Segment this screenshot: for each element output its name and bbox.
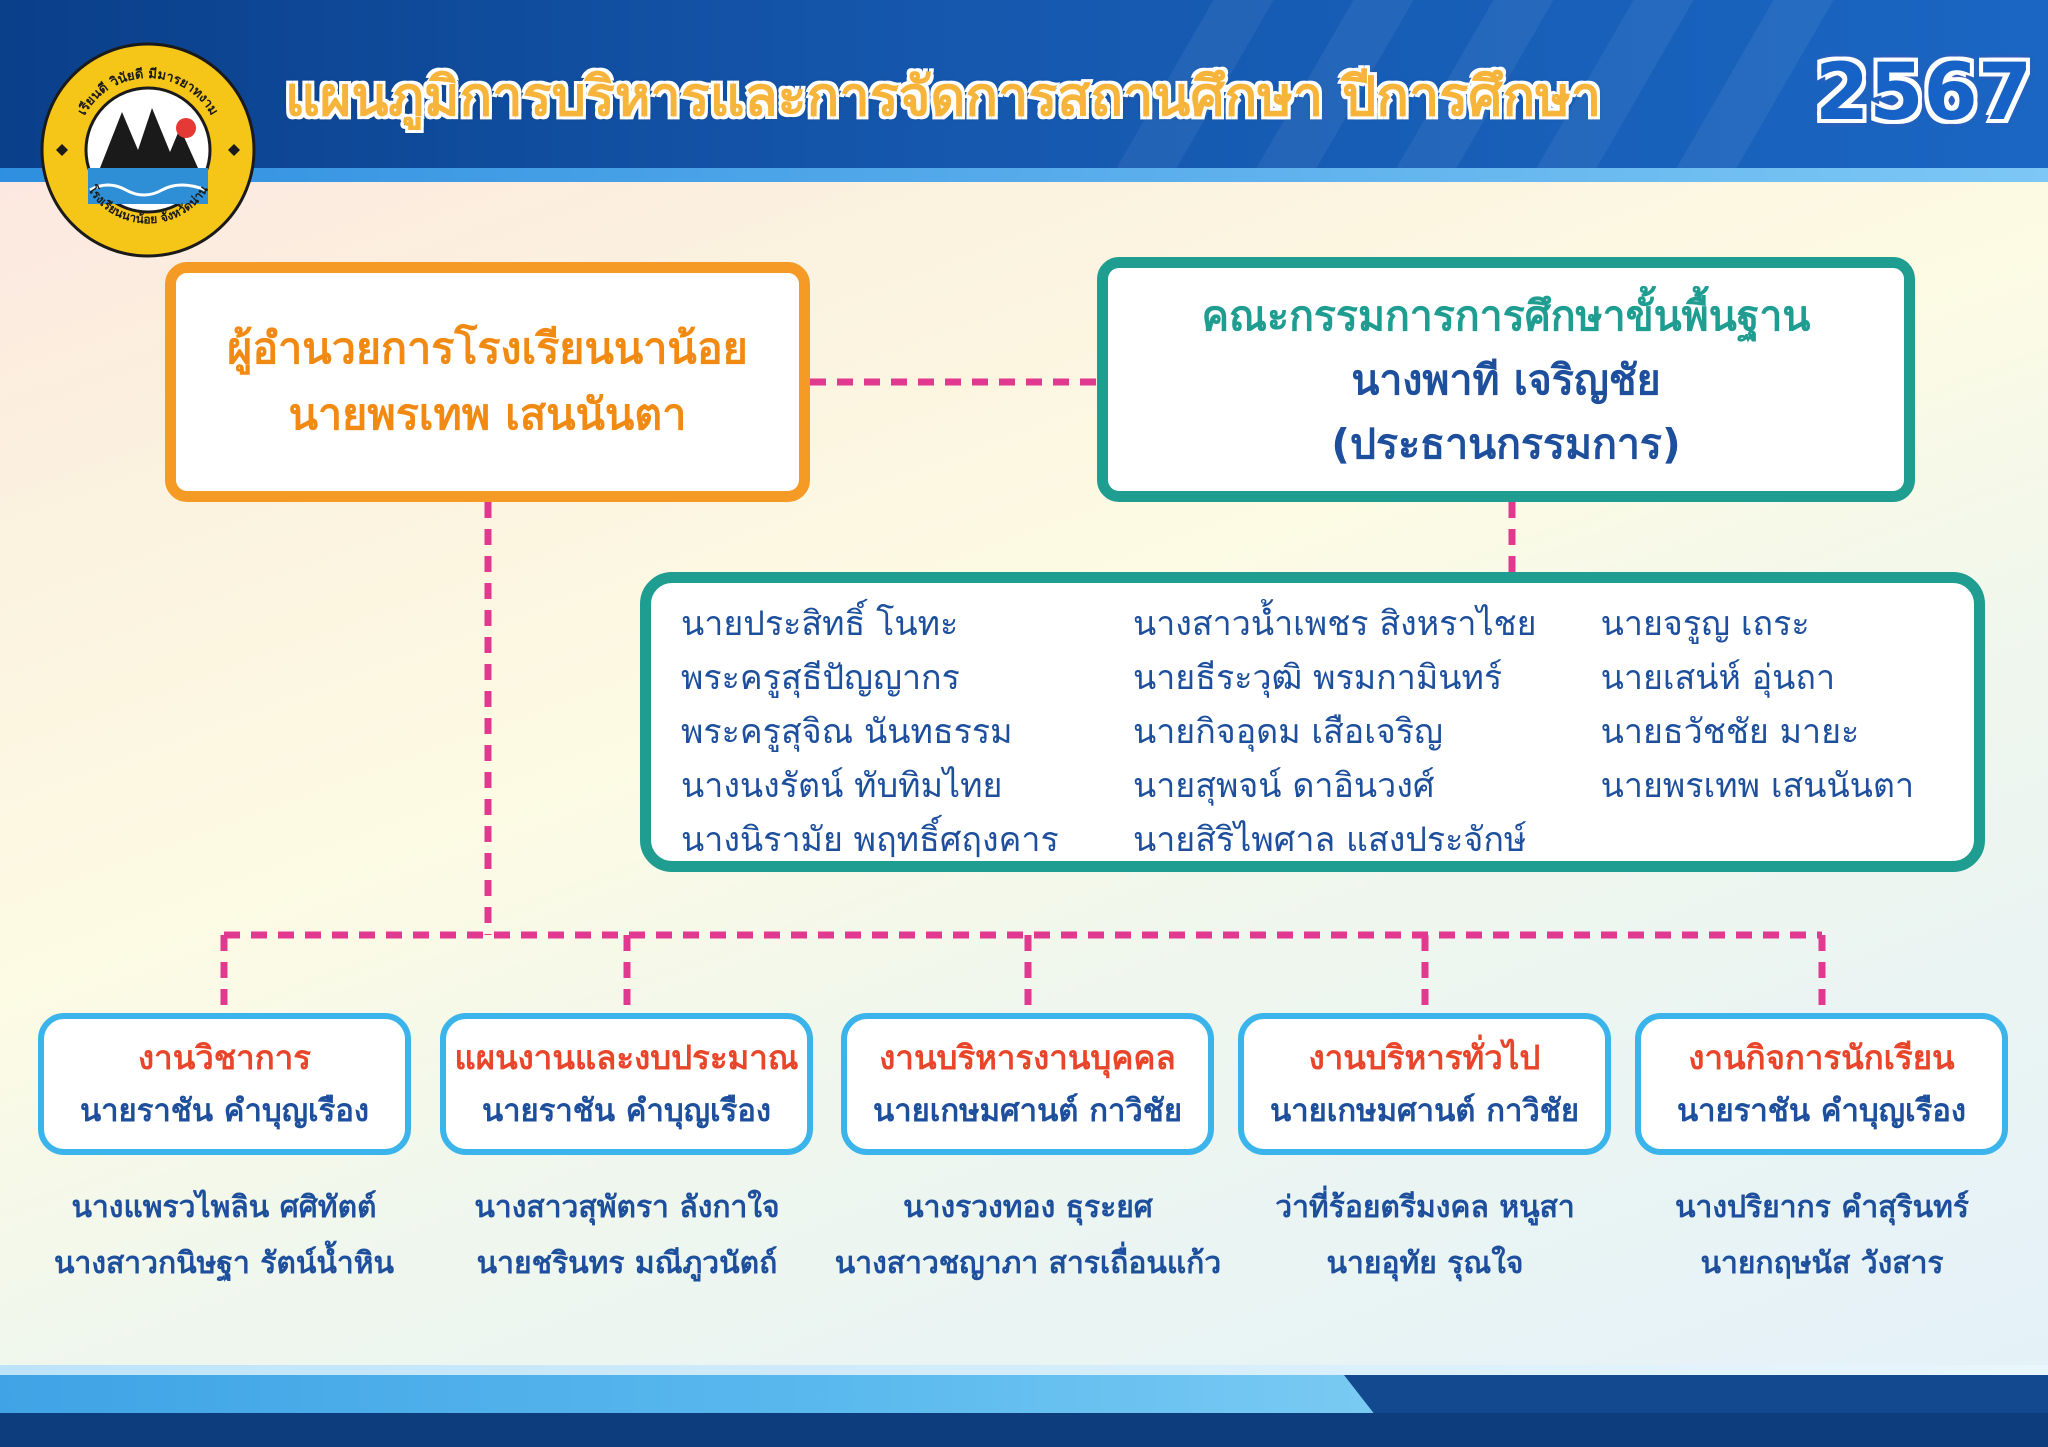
member-name: นายจรูญ เถระ: [1600, 604, 1810, 644]
staff-name: นายกฤษนัส วังสาร: [1700, 1246, 1944, 1281]
member-name: นางนิรามัย พฤทธิ์ศฤงคาร: [681, 820, 1059, 860]
staff-name: นางรวงทอง ธุระยศ: [903, 1190, 1153, 1225]
dept-budget-box: แผนงานและงบประมาณ นายราชัน คำบุญเรือง: [440, 1013, 813, 1155]
staff-name: ว่าที่ร้อยตรีมงคล หนูสา: [1275, 1190, 1575, 1225]
dept-head: นายราชัน คำบุญเรือง: [481, 1093, 772, 1129]
member-name: นายประสิทธิ์ โนทะ: [681, 604, 959, 644]
board-chair-role: (ประธานกรรมการ): [1331, 419, 1681, 468]
member-name: นายธวัชชัย มายะ: [1600, 712, 1860, 752]
dept-name: แผนงานและงบประมาณ: [454, 1038, 799, 1077]
dept-academic-staff: นางแพรวไพลิน ศศิทัตต์ นางสาวกนิษฐา รัตน์…: [14, 1180, 434, 1292]
dept-academic-box: งานวิชาการ นายราชัน คำบุญเรือง: [38, 1013, 411, 1155]
members-column-2: นางสาวน้ำเพชร สิงหราไชย นายธีระวุฒิ พรมก…: [1133, 597, 1601, 861]
banner-underline: [0, 168, 2048, 182]
footer-banner: [0, 1375, 2048, 1447]
staff-name: นายชรินทร มณีภูวนัตถ์: [476, 1246, 778, 1281]
member-name: นายเสน่ห์ อุ่นถา: [1600, 658, 1836, 698]
school-logo: เรียนดี วินัยดี มีมารยาทงาม โรงเรียนนาน้…: [40, 42, 256, 258]
member-name: นางสาวน้ำเพชร สิงหราไชย: [1132, 604, 1537, 644]
header-banner: [0, 0, 2048, 180]
member-name: นางนงรัตน์ ทับทิมไทย: [681, 766, 1003, 806]
director-title: ผู้อำนวยการโรงเรียนนาน้อย: [227, 324, 748, 374]
mountain-icon: [100, 108, 198, 168]
footer-dark-band: [0, 1413, 2048, 1447]
diamond-icon: [56, 144, 68, 156]
member-name: นายกิจอุดม เสือเจริญ: [1132, 712, 1444, 752]
board-box: คณะกรรมการการศึกษาขั้นพื้นฐาน นางพาที เจ…: [1097, 257, 1915, 502]
member-name: นายสุพจน์ ดาอินวงศ์: [1132, 766, 1435, 806]
staff-name: นางสาวสุพัตรา ลังกาใจ: [474, 1190, 780, 1225]
dept-head: นายราชัน คำบุญเรือง: [1676, 1093, 1967, 1129]
member-name: นายธีระวุฒิ พรมกามินทร์: [1132, 658, 1503, 698]
dept-student-affairs-box: งานกิจการนักเรียน นายราชัน คำบุญเรือง: [1635, 1013, 2008, 1155]
staff-name: นางปริยากร คำสุรินทร์: [1674, 1190, 1970, 1225]
page-title: แผนภูมิการบริหารและการจัดการสถานศึกษา ปี…: [285, 65, 1602, 128]
footer-accent: [0, 1365, 2048, 1375]
dept-head: นายเกษมศานต์ กาวิชัย: [1270, 1093, 1579, 1129]
member-name: พระครูสุธีปัญญากร: [681, 658, 960, 698]
members-column-1: นายประสิทธิ์ โนทะ พระครูสุธีปัญญากร พระค…: [681, 597, 1133, 861]
dept-general-box: งานบริหารทั่วไป นายเกษมศานต์ กาวิชัย: [1238, 1013, 1611, 1155]
sun-icon: [176, 118, 196, 138]
dept-personnel-staff: นางรวงทอง ธุระยศ นางสาวชญาภา สารเถื่อนแก…: [818, 1180, 1238, 1292]
member-name: พระครูสุจิณ นันทธรรม: [681, 712, 1013, 752]
academic-year: 2567: [1815, 48, 2033, 138]
dept-name: งานบริหารทั่วไป: [1308, 1038, 1541, 1077]
dept-student-affairs-staff: นางปริยากร คำสุรินทร์ นายกฤษนัส วังสาร: [1612, 1180, 2032, 1292]
director-box: ผู้อำนวยการโรงเรียนนาน้อย นายพรเทพ เสนนั…: [165, 262, 810, 502]
board-chair-name: นางพาที เจริญชัย: [1351, 355, 1661, 404]
staff-name: นางสาวชญาภา สารเถื่อนแก้ว: [834, 1246, 1222, 1281]
director-name: นายพรเทพ เสนนันตา: [288, 390, 687, 440]
dept-head: นายราชัน คำบุญเรือง: [79, 1093, 370, 1129]
staff-name: นายอุทัย รุณใจ: [1326, 1246, 1524, 1281]
members-column-3: นายจรูญ เถระ นายเสน่ห์ อุ่นถา นายธวัชชัย…: [1601, 597, 1974, 861]
staff-name: นางสาวกนิษฐา รัตน์น้ำหิน: [53, 1246, 395, 1281]
dept-name: งานบริหารงานบุคคล: [879, 1038, 1176, 1077]
board-members-box: นายประสิทธิ์ โนทะ พระครูสุธีปัญญากร พระค…: [640, 572, 1985, 872]
dept-general-staff: ว่าที่ร้อยตรีมงคล หนูสา นายอุทัย รุณใจ: [1215, 1180, 1635, 1292]
dept-name: งานกิจการนักเรียน: [1688, 1038, 1955, 1077]
staff-name: นางแพรวไพลิน ศศิทัตต์: [71, 1190, 377, 1225]
diamond-icon: [228, 144, 240, 156]
dept-personnel-box: งานบริหารงานบุคคล นายเกษมศานต์ กาวิชัย: [841, 1013, 1214, 1155]
board-title: คณะกรรมการการศึกษาขั้นพื้นฐาน: [1201, 291, 1811, 340]
dept-name: งานวิชาการ: [138, 1038, 311, 1077]
dept-budget-staff: นางสาวสุพัตรา ลังกาใจ นายชรินทร มณีภูวนั…: [417, 1180, 837, 1292]
member-name: นายสิริไพศาล แสงประจักษ์: [1132, 820, 1527, 860]
dept-head: นายเกษมศานต์ กาวิชัย: [873, 1093, 1182, 1129]
member-name: นายพรเทพ เสนนันตา: [1600, 766, 1915, 806]
